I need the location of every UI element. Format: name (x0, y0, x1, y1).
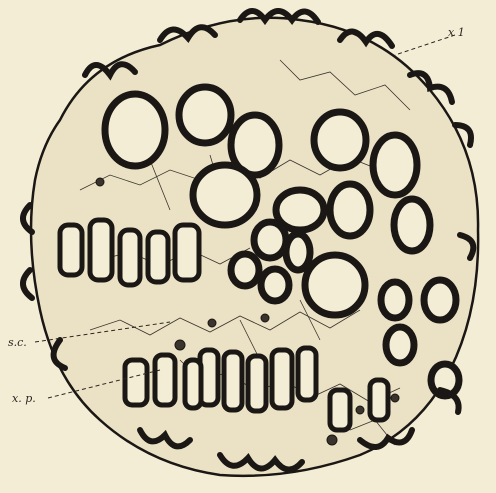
label-sc: s.c. (8, 336, 27, 349)
label-xp: x. p. (12, 392, 36, 405)
label-x1: x 1 (448, 26, 465, 39)
